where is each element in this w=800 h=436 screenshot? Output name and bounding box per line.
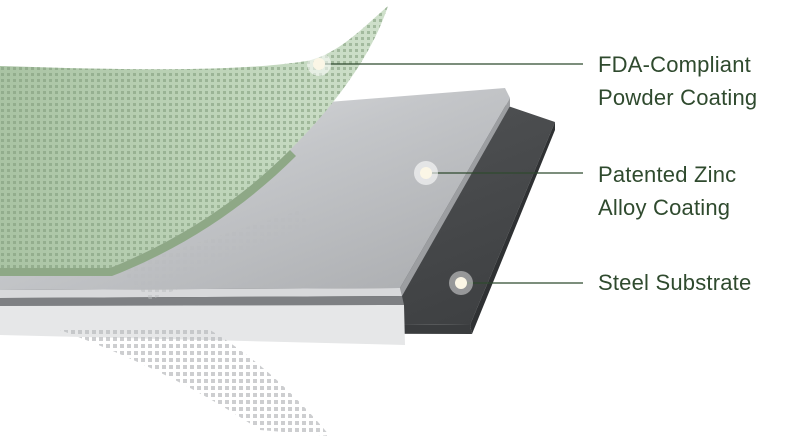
underlying-mesh: [60, 210, 330, 436]
zinc-coating-label: Patented Zinc Alloy Coating: [598, 158, 736, 224]
steel-marker: [449, 271, 473, 295]
powder-label-line1: FDA-Compliant: [598, 52, 751, 77]
callout-markers: [307, 52, 473, 295]
zinc-label-line2: Alloy Coating: [598, 195, 731, 220]
powder-marker: [307, 52, 331, 76]
leader-lines: [319, 63, 583, 284]
powder-label-line2: Powder Coating: [598, 85, 758, 110]
zinc-label-line1: Patented Zinc: [598, 162, 737, 187]
steel-substrate-label: Steel Substrate: [598, 266, 751, 299]
zinc-marker: [414, 161, 438, 185]
powder-coating-layer: [0, 6, 388, 276]
powder-coating-label: FDA-Compliant Powder Coating: [598, 48, 757, 114]
steel-label-line1: Steel Substrate: [598, 270, 752, 295]
